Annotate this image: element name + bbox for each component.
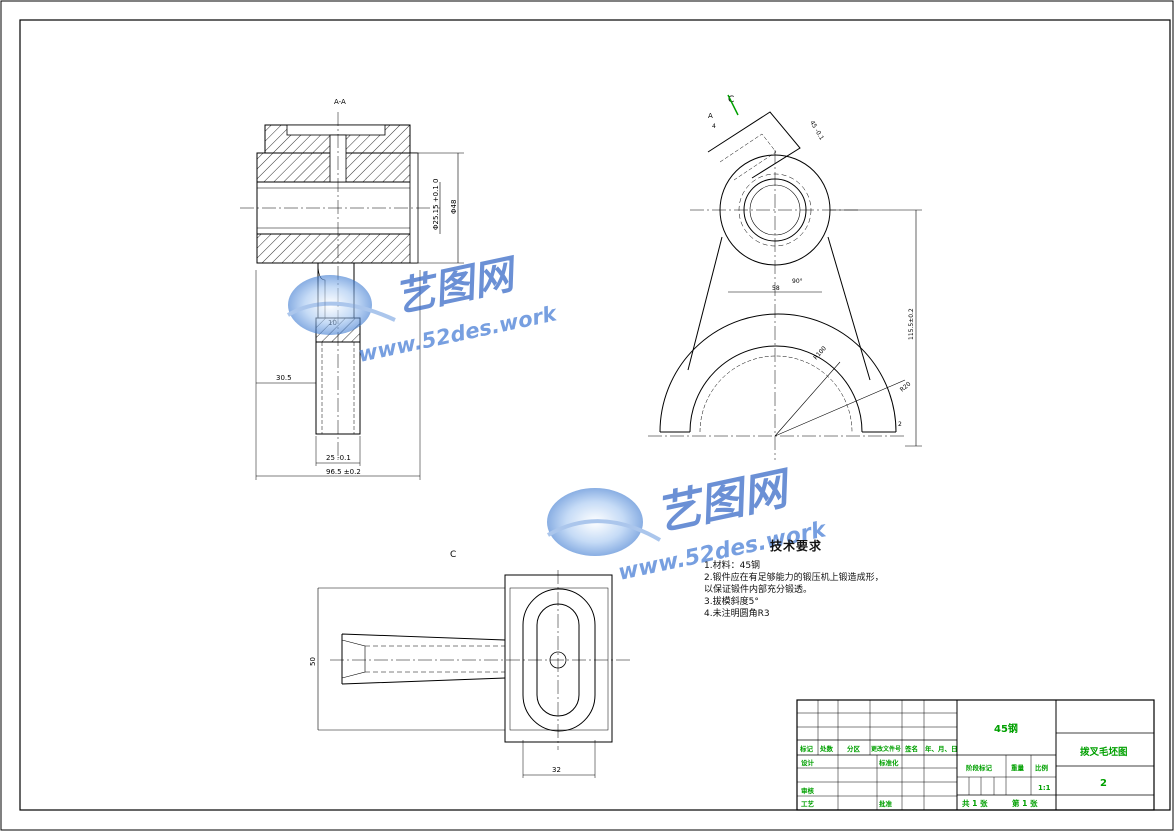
view-label-bottom: C (450, 550, 456, 560)
dim-angle-90: 90° (792, 278, 803, 285)
dim-25-15: Φ25.15 +0.1 0 (432, 179, 440, 230)
dim-tab-4: 4 (712, 123, 716, 130)
tb-header-sign: 签名 (904, 744, 918, 753)
tb-design: 设计 (801, 758, 815, 767)
section-label: A-A (334, 98, 346, 106)
tb-scale: 1:1 (1038, 784, 1051, 792)
section-cut-mark: A (708, 112, 713, 120)
top-view-c: C 50 32 (309, 550, 632, 778)
inner-border (19, 19, 1171, 811)
tb-process: 工艺 (801, 799, 815, 808)
dim-tab-45: 45 -0.1 (808, 120, 825, 142)
tb-material: 45钢 (994, 722, 1018, 735)
tb-sheets-total: 共 1 张 (962, 798, 988, 808)
dim-58: 58 (772, 285, 780, 292)
tech-title: 技术要求 (770, 539, 823, 553)
technical-requirements: 技术要求 1.材料：45钢 2.锻件应在有足够能力的锻压机上锻造成形， 以保证锻… (704, 540, 934, 620)
dim-115-5: 115.5±0.2 (908, 308, 915, 340)
tb-header-count: 处数 (819, 744, 834, 753)
tb-ratio: 比例 (1035, 763, 1049, 772)
tb-header-zone: 分区 (847, 744, 861, 753)
watermark-url-1: www.52des.work (356, 301, 561, 367)
front-view: C A 45 -0.1 4 R100 R20 58 90° (648, 94, 922, 460)
dim-2: 2 (898, 421, 902, 428)
tech-item-4: 3.拔模斜度5° (704, 597, 759, 607)
tech-item-5: 4.未注明圆角R3 (704, 609, 770, 619)
dim-32: 32 (552, 766, 561, 774)
tb-sheet-no: 第 1 张 (1012, 798, 1038, 808)
tb-header-date: 年、月、日 (925, 744, 958, 753)
dim-r-100: R100 (812, 345, 828, 361)
tb-review: 审核 (801, 786, 815, 795)
dim-96-5: 96.5 ±0.2 (326, 468, 361, 476)
dim-r-20: R20 (899, 380, 913, 393)
tb-weight: 重量 (1011, 763, 1025, 772)
tb-standardize: 标准化 (878, 758, 899, 767)
section-view-a-a: A-A 96.5 ±0.2 30.5 25 -0.1 10 (240, 98, 464, 480)
tech-item-3: 以保证锻件内部充分锻透。 (704, 585, 813, 595)
tb-stage-mark: 阶段标记 (966, 763, 993, 772)
tech-item-1: 1.材料：45钢 (704, 561, 761, 571)
dim-30-5: 30.5 (276, 374, 292, 382)
tb-header-change-doc: 更改文件号 (871, 745, 901, 753)
tb-part-name: 拨叉毛坯图 (1080, 746, 1128, 758)
tb-header-mark: 标记 (799, 744, 814, 753)
dim-48: Φ48 (450, 200, 458, 214)
dim-50: 50 (309, 657, 317, 666)
dim-25: 25 -0.1 (326, 454, 351, 462)
tech-item-2: 2.锻件应在有足够能力的锻压机上锻造成形， (704, 573, 884, 583)
title-block: 标记 处数 分区 更改文件号 签名 年、月、日 设计 标准化 审核 工艺 批准 … (796, 699, 1155, 811)
tb-approve: 批准 (879, 799, 893, 808)
tb-drawing-no: 2 (1100, 778, 1107, 789)
